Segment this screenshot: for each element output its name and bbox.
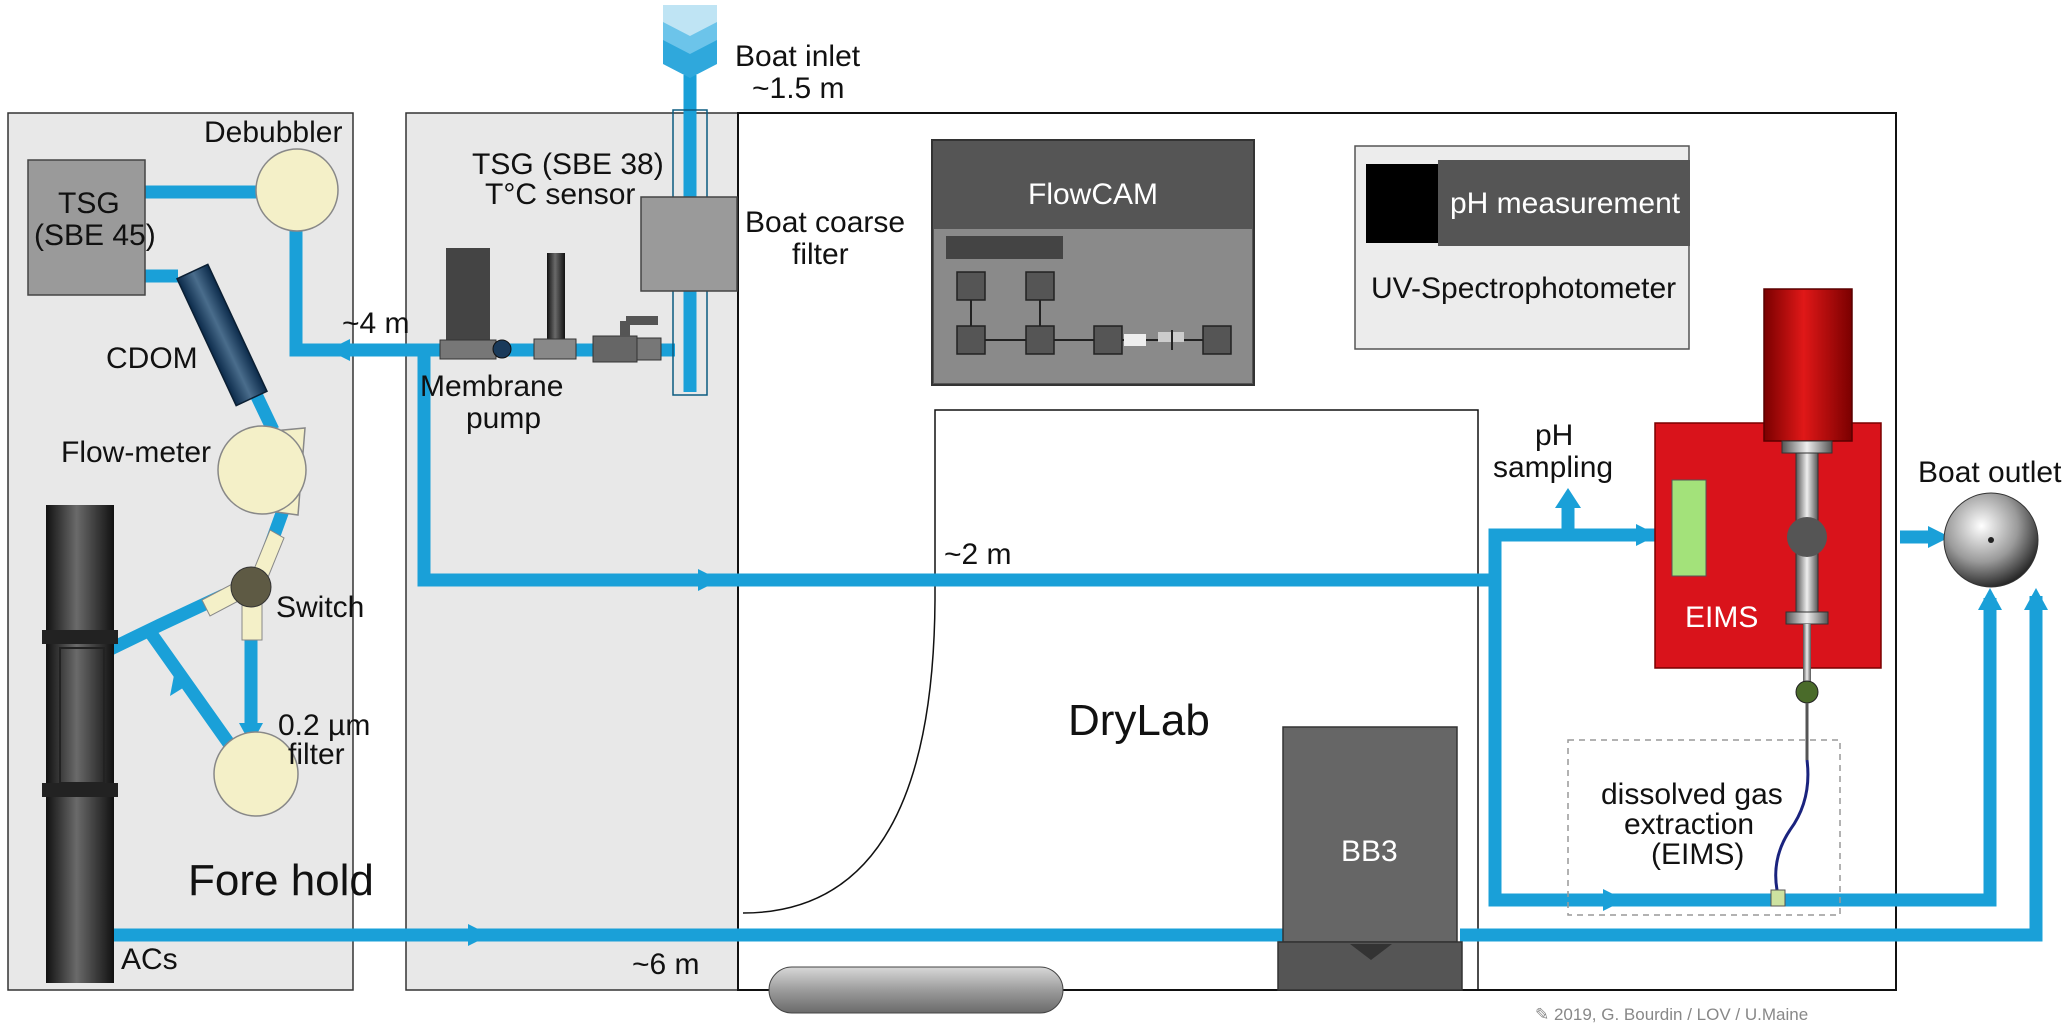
pipe-switch-acs: [89, 589, 227, 664]
dge-sublabel: extraction: [1624, 808, 1754, 841]
fore-hold-label: Fore hold: [188, 856, 374, 905]
flow-meter-label: Flow-meter: [61, 436, 211, 469]
switch-valve: [201, 529, 285, 641]
eims-label: EIMS: [1685, 601, 1758, 634]
ph-sampling-sublabel: sampling: [1493, 451, 1613, 484]
pipe-sampling-loop: [1488, 528, 1655, 580]
acs-instrument: [42, 505, 118, 983]
filter-label: 0.2 µm: [278, 709, 370, 742]
membrane-pump-sublabel: pump: [466, 402, 541, 435]
debubbler: [255, 148, 339, 232]
bb3-instrument: [1277, 726, 1463, 991]
pipe-loop-down: [1488, 580, 1997, 907]
dist-6m-label: ~6 m: [632, 948, 700, 981]
arrow-ph-sampling: [1555, 488, 1581, 508]
debubbler-label: Debubbler: [204, 116, 342, 149]
credit-text: ✎ 2019, G. Bourdin / LOV / U.Maine: [1535, 1005, 1808, 1024]
dge-label: dissolved gas: [1601, 778, 1783, 811]
tsg45: [27, 159, 146, 296]
boat-inlet-label: Boat inlet: [735, 40, 861, 73]
acs-label: ACs: [121, 943, 178, 976]
pipe-6m-after-bb3: [1460, 596, 2043, 942]
uv-spectro-label: UV-Spectrophotometer: [1371, 272, 1676, 305]
ph-sampling-label: pH: [1535, 419, 1573, 452]
pipe-filter-return: [144, 628, 236, 749]
boat-coarse-filter: [640, 196, 738, 292]
membrane-pump: [439, 248, 662, 363]
arrow-4m: [328, 339, 350, 361]
dist-2m-label: ~2 m: [944, 538, 1012, 571]
pipe-2m: [417, 350, 1495, 587]
bottom-tank: [768, 966, 1064, 1014]
boat-outlet-label: Boat outlet: [1918, 456, 2062, 489]
boat-coarse-filter-label-2: filter: [792, 238, 849, 271]
tsg38-sublabel: T°C sensor: [485, 178, 635, 211]
bb3-label: BB3: [1341, 835, 1398, 868]
pipes: [63, 75, 2043, 942]
arrow-outlet-up-a: [1978, 588, 2002, 610]
flowcam: [931, 139, 1255, 386]
eims-instrument: [1654, 288, 1882, 760]
ph-measurement-label: pH measurement: [1450, 187, 1681, 220]
arrow-outlet-up-b: [2024, 588, 2048, 610]
boat-outlet: [1943, 492, 2039, 588]
cdom-tube: [176, 263, 268, 407]
filter: [213, 731, 299, 817]
arrow-6m: [468, 924, 490, 946]
arrow-filter-up: [170, 670, 191, 696]
dist-4m-label: ~4 m: [342, 307, 410, 340]
membrane-pump-label: Membrane: [420, 370, 563, 403]
arrow-loop-bottom: [1603, 889, 1625, 911]
drylab-label: DryLab: [1068, 696, 1210, 745]
arrow-to-eims: [1636, 524, 1658, 546]
flowcam-label: FlowCAM: [1028, 178, 1158, 211]
filter-sublabel: filter: [288, 738, 345, 771]
switch-label: Switch: [276, 591, 364, 624]
dissolved-gas-extraction-box: [1567, 739, 1841, 916]
boat-inlet-depth: ~1.5 m: [752, 72, 845, 105]
tsg38-label: TSG (SBE 38): [472, 148, 664, 181]
arrow-to-outlet: [1928, 526, 1950, 548]
cdom-label: CDOM: [106, 342, 198, 375]
tsg45-sublabel: (SBE 45): [34, 219, 156, 252]
uv-spectrophotometer: [1354, 145, 1690, 350]
flow-meter: [217, 425, 307, 516]
boat-coarse-filter-label: Boat coarse: [745, 206, 905, 239]
arrow-2m: [698, 569, 720, 591]
boat-inlet-icon: [663, 5, 717, 396]
tsg45-label: TSG: [58, 187, 120, 220]
drylab-bench: [742, 409, 1479, 990]
dge-sublabel-2: (EIMS): [1651, 838, 1744, 871]
